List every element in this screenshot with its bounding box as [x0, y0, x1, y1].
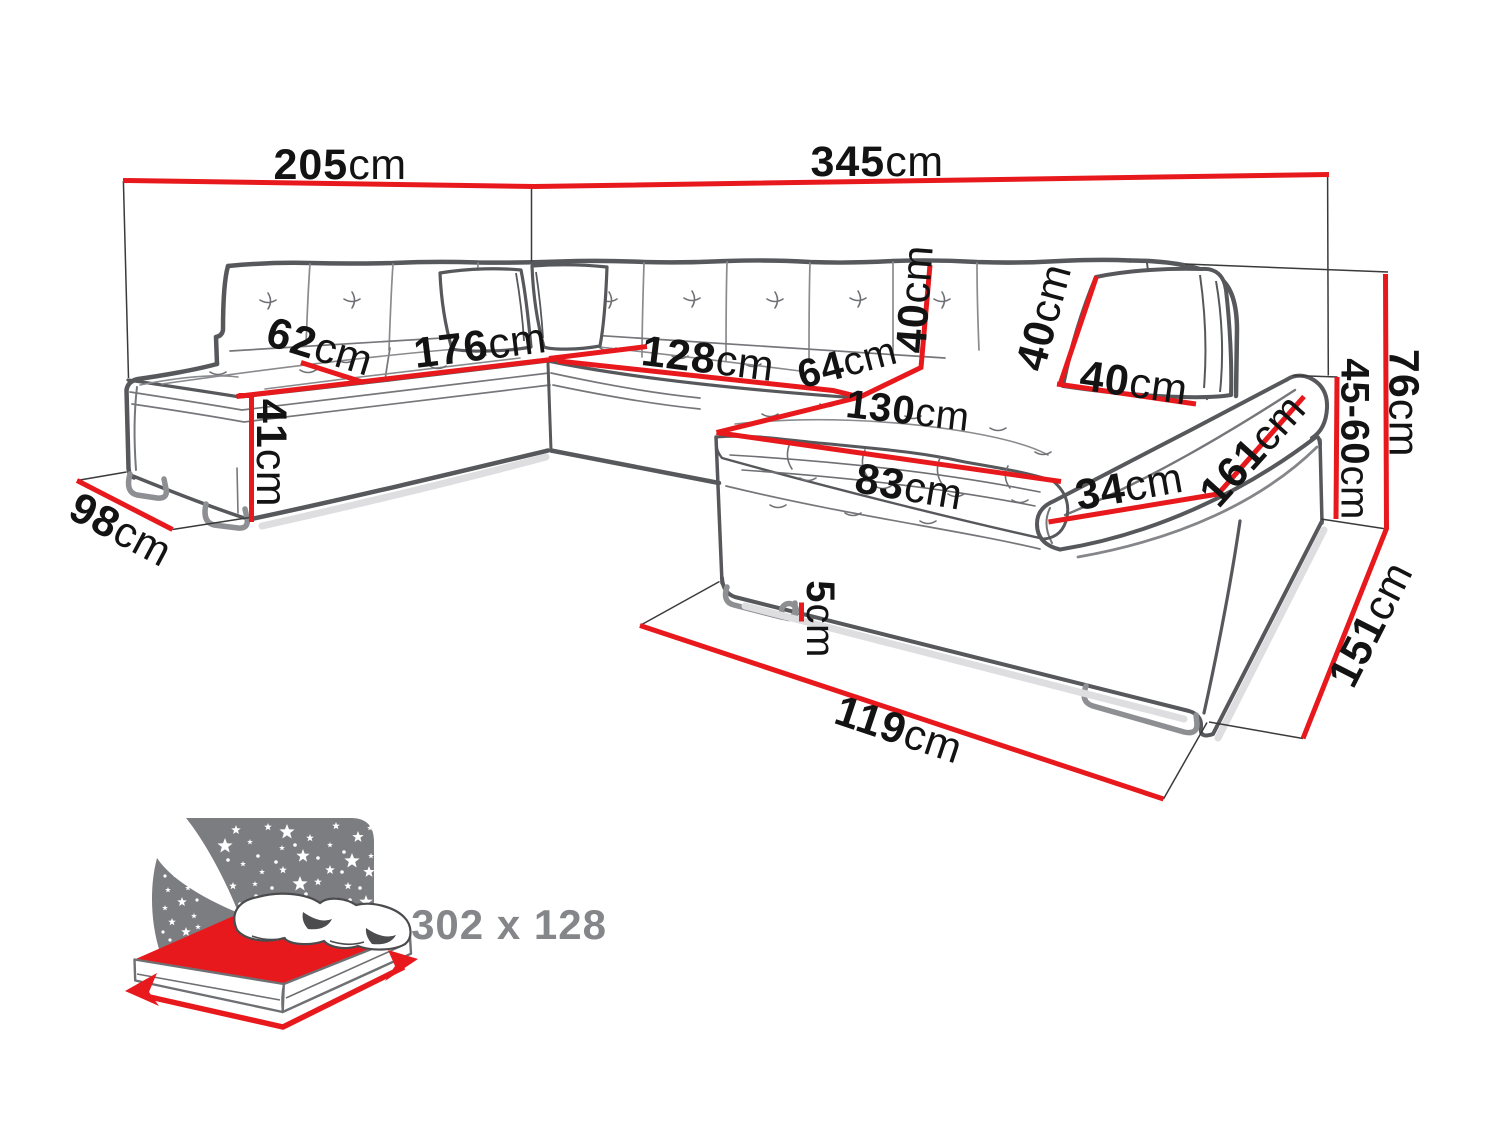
svg-text:128cm: 128cm — [639, 327, 777, 391]
svg-text:345cm: 345cm — [810, 138, 943, 186]
svg-text:40cm: 40cm — [1077, 352, 1191, 415]
svg-text:76cm: 76cm — [1380, 349, 1428, 457]
svg-text:302 x 128: 302 x 128 — [411, 901, 607, 948]
svg-text:41cm: 41cm — [247, 399, 295, 507]
svg-text:83cm: 83cm — [852, 454, 967, 519]
svg-text:64cm: 64cm — [793, 329, 902, 398]
svg-text:205cm: 205cm — [273, 141, 406, 189]
svg-text:5cm: 5cm — [798, 580, 842, 658]
svg-text:40cm: 40cm — [1007, 259, 1081, 376]
svg-text:40cm: 40cm — [887, 243, 942, 354]
svg-text:176cm: 176cm — [411, 314, 549, 378]
svg-text:45-60cm: 45-60cm — [1333, 358, 1377, 520]
svg-text:34cm: 34cm — [1072, 454, 1187, 520]
svg-text:130cm: 130cm — [844, 382, 972, 440]
